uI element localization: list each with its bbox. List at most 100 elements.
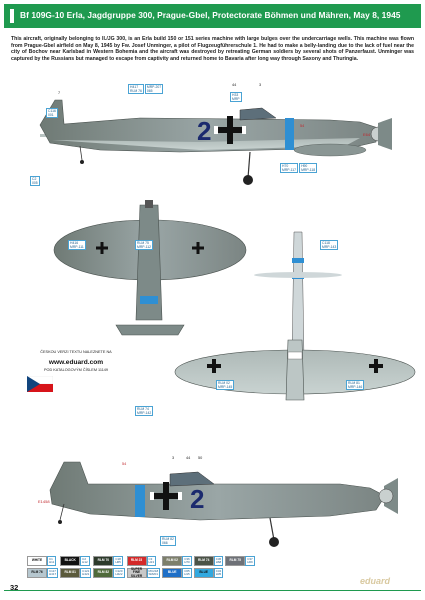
ref-number: 7 (58, 91, 61, 95)
ref-number: 3 (172, 456, 175, 460)
legend-swatch: RLM 23 (126, 556, 147, 566)
eduard-logo: eduard (360, 576, 391, 586)
legend-swatch: RLM 76 (27, 568, 47, 578)
ref-number: 44 (232, 83, 237, 87)
legend-code: H417 (49, 572, 57, 576)
werk-number-top: E64 (363, 132, 371, 137)
legend-swatch: SUPER FINE SILVER (126, 567, 147, 578)
page-number: 32 (10, 583, 19, 592)
legend-code: H69 (247, 560, 253, 564)
legend-code: H15 (184, 572, 190, 576)
legend-swatch: RLM 81 (60, 568, 81, 578)
legend-swatch: BLUE (193, 568, 214, 578)
legend-code: C36 (215, 556, 222, 561)
legend-code: H422 (115, 572, 123, 576)
ref-number: 54 (122, 462, 127, 466)
werk-number-bottom: E1458 (38, 499, 50, 504)
lower-surface-view (174, 339, 416, 401)
legend-code: H11 (49, 560, 55, 564)
page-title: Bf 109G-10 Erla, Jagdgruppe 300, Prague-… (20, 10, 401, 20)
legend-code: H35 (215, 572, 222, 576)
legend-swatch: WHITE (27, 556, 47, 566)
side-profile-left: 2 (39, 99, 392, 185)
legend-code: H12 (82, 560, 88, 564)
legend-swatch: BLUE (162, 568, 183, 578)
title-bar: Bf 109G-10 Erla, Jagdgruppe 300, Prague-… (4, 4, 421, 28)
legend-code: H65 (115, 560, 121, 564)
legend-code: SM201 (148, 572, 159, 576)
legend-swatch: RLM 82 (93, 568, 114, 578)
czech-version-url[interactable]: www.eduard.com (48, 359, 104, 366)
legend-code: H13 (148, 560, 155, 564)
ref-number: 54 (300, 124, 305, 128)
czech-flag-icon (27, 376, 53, 392)
legend-code: C120 (115, 568, 123, 573)
legend-code: C3 (148, 556, 153, 561)
description-text: This aircraft, originally belonging to I… (11, 36, 414, 62)
legend-code: H70 (184, 560, 190, 564)
legend-code: C1 (49, 556, 53, 561)
legend-code: C37 (247, 556, 253, 561)
legend-code: H68 (215, 560, 222, 564)
side-number-left: 2 (197, 116, 211, 146)
legend-swatch: RLM 74 (193, 556, 214, 566)
ref-number: 44 (186, 456, 191, 460)
title-notch (10, 9, 14, 23)
legend-code: C117 (49, 568, 56, 573)
czech-catalog-note: POD KATALOGOVÝM ČÍSLEM 11149 (43, 368, 109, 372)
czech-version-note: ČESKOU VERZI TEXTU NALEZNETE NA (40, 350, 112, 354)
ref-number: 3 (259, 83, 262, 87)
legend-code: C121 (82, 568, 90, 573)
legend-swatch: RLM 70 (93, 556, 114, 566)
legend-code: C34 (215, 568, 222, 573)
upper-surface-view (53, 200, 247, 336)
legend-code: C2 (82, 556, 87, 561)
legend-code: MC218 (148, 568, 159, 573)
front-view (254, 231, 342, 361)
legend-code: C36 (184, 556, 190, 561)
legend-swatch: RLM 75 (225, 556, 246, 566)
legend-swatch: BLACK (60, 556, 81, 566)
side-number-right: 2 (190, 484, 204, 514)
footer-rule (4, 590, 421, 591)
side-profile-right: 2 E1458 (38, 461, 398, 547)
legend-code: H421 (82, 572, 90, 576)
legend-code: C18 (115, 556, 121, 561)
